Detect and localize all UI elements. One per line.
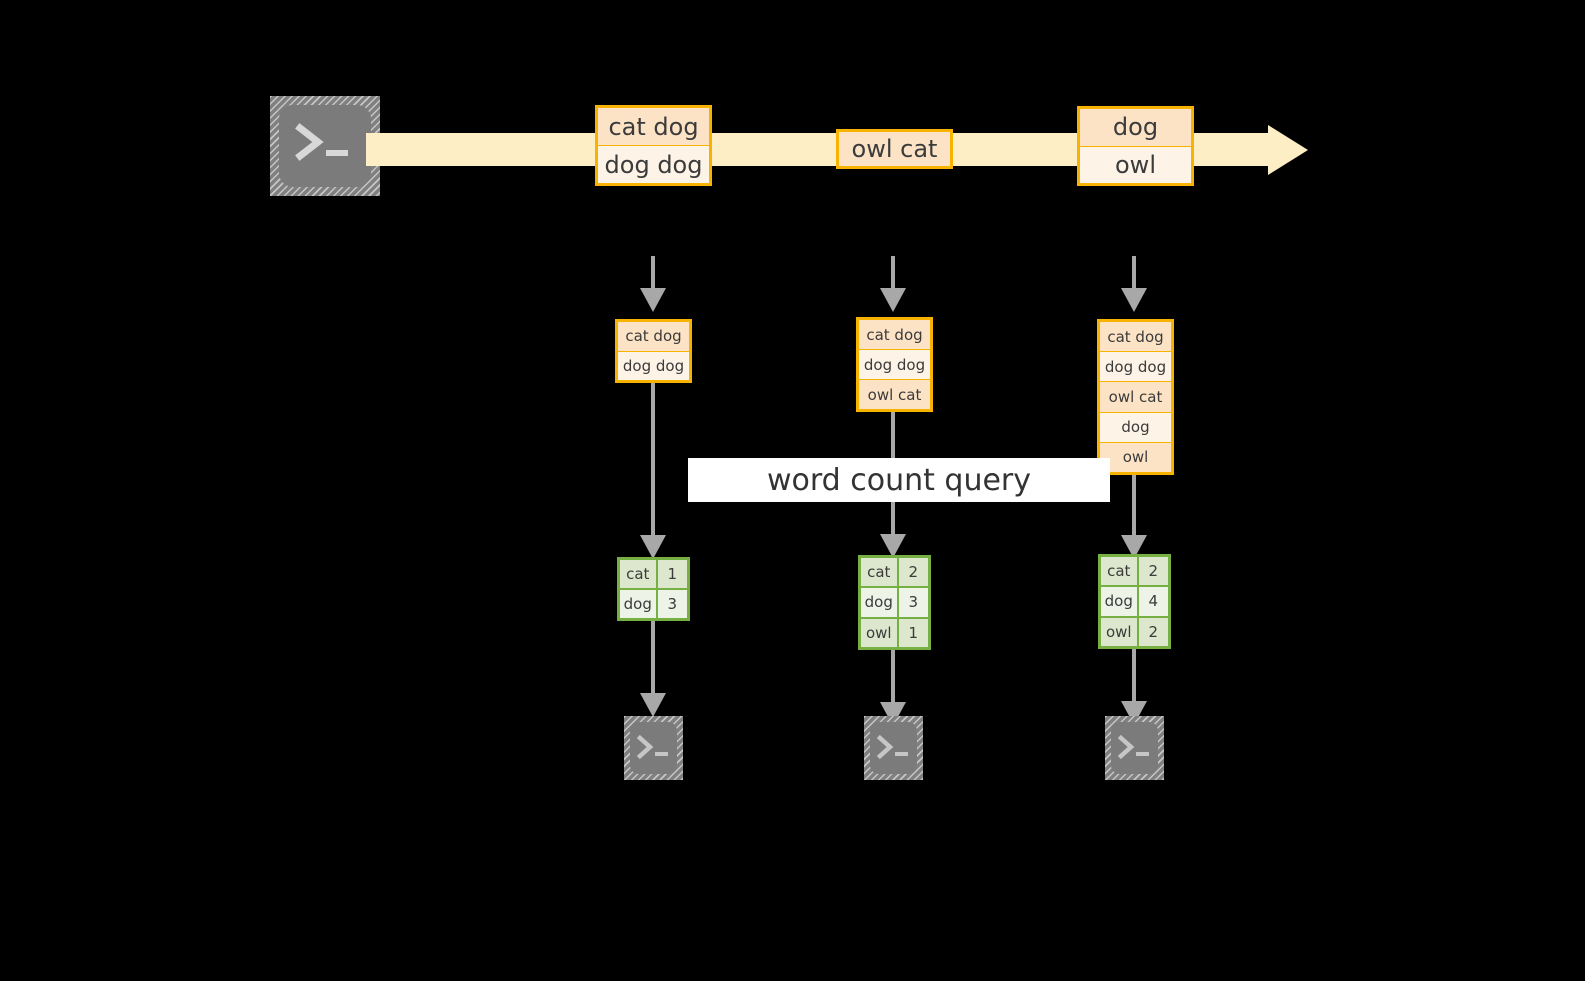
stream-arrow-head — [1268, 125, 1308, 175]
buffer-row: owl cat — [859, 380, 930, 409]
connector-buffer-to-result-3 — [1118, 475, 1150, 563]
record-line: dog — [1080, 109, 1191, 147]
stream-record-3: dog owl — [1077, 106, 1194, 186]
word-cell: dog — [620, 590, 658, 618]
arrowhead-icon — [880, 702, 906, 726]
count-cell: 1 — [657, 560, 687, 588]
word-cell: owl — [1101, 617, 1139, 646]
count-cell: 2 — [898, 558, 928, 587]
count-cell: 2 — [1138, 557, 1168, 586]
terminal-screen — [870, 722, 917, 774]
record-line: owl cat — [839, 132, 950, 166]
buffer-stack-2: cat dog dog dog owl cat — [856, 317, 933, 412]
arrowhead-icon — [1121, 535, 1147, 559]
record-line: owl — [1080, 146, 1191, 183]
count-cell: 3 — [898, 588, 928, 617]
buffer-row: dog dog — [618, 351, 689, 380]
buffer-row: owl cat — [1100, 382, 1171, 413]
table-row: cat 2 — [861, 558, 928, 589]
buffer-row: dog dog — [1100, 352, 1171, 383]
word-cell: dog — [1101, 587, 1139, 616]
query-label-banner: word count query — [688, 458, 1110, 502]
connector-result-to-sink-1 — [637, 621, 669, 721]
buffer-row: owl — [1100, 442, 1171, 473]
connector-stream-to-buffer-2 — [877, 256, 909, 320]
arrowhead-icon — [1121, 701, 1147, 725]
connector-stream-to-buffer-1 — [637, 256, 669, 320]
stream-record-1: cat dog dog dog — [595, 105, 712, 186]
word-cell: cat — [861, 558, 899, 587]
word-cell: cat — [1101, 557, 1139, 586]
result-table-2: cat 2 dog 3 owl 1 — [858, 555, 931, 650]
buffer-row: cat dog — [1100, 322, 1171, 353]
terminal-prompt-glyph — [636, 734, 668, 760]
terminal-screen — [630, 722, 677, 774]
query-label-text: word count query — [766, 462, 1032, 498]
arrowhead-icon — [880, 534, 906, 558]
terminal-screen — [1111, 722, 1158, 774]
buffer-stack-3: cat dog dog dog owl cat dog owl — [1097, 319, 1174, 475]
table-row: cat 1 — [620, 560, 687, 590]
record-line: cat dog — [598, 108, 709, 146]
arrowhead-icon — [640, 288, 666, 312]
word-cell: cat — [620, 560, 658, 588]
buffer-stack-1: cat dog dog dog — [615, 319, 692, 383]
source-terminal-icon — [270, 96, 380, 196]
stream-record-2: owl cat — [836, 129, 953, 169]
buffer-row: dog dog — [859, 350, 930, 380]
count-cell: 2 — [1138, 617, 1168, 646]
result-table-3: cat 2 dog 4 owl 2 — [1098, 554, 1171, 649]
count-cell: 1 — [898, 618, 928, 647]
table-row: cat 2 — [1101, 557, 1168, 588]
connector-result-to-sink-2 — [877, 650, 909, 730]
sink-terminal-icon-3 — [1105, 716, 1164, 780]
connector-stream-to-buffer-3 — [1118, 256, 1150, 320]
count-cell: 3 — [657, 590, 687, 618]
buffer-row: dog — [1100, 412, 1171, 443]
arrowhead-icon — [1121, 288, 1147, 312]
record-line: dog dog — [598, 146, 709, 183]
arrowhead-icon — [880, 288, 906, 312]
word-cell: owl — [861, 618, 899, 647]
terminal-prompt-glyph — [1117, 734, 1149, 760]
buffer-row: cat dog — [859, 320, 930, 350]
connector-result-to-sink-3 — [1118, 649, 1150, 729]
table-row: owl 1 — [861, 618, 928, 647]
buffer-row: cat dog — [618, 322, 689, 352]
table-row: dog 4 — [1101, 587, 1168, 618]
table-row: dog 3 — [620, 590, 687, 618]
table-row: owl 2 — [1101, 617, 1168, 646]
sink-terminal-icon-1 — [624, 716, 683, 780]
terminal-prompt-glyph — [295, 123, 348, 161]
terminal-prompt-glyph — [876, 734, 908, 760]
sink-terminal-icon-2 — [864, 716, 923, 780]
count-cell: 4 — [1138, 587, 1168, 616]
terminal-screen — [279, 105, 371, 187]
table-row: dog 3 — [861, 588, 928, 619]
connector-buffer-to-result-1 — [637, 383, 669, 563]
arrowhead-icon — [640, 693, 666, 717]
arrowhead-icon — [640, 535, 666, 559]
word-cell: dog — [861, 588, 899, 617]
result-table-1: cat 1 dog 3 — [617, 557, 690, 621]
